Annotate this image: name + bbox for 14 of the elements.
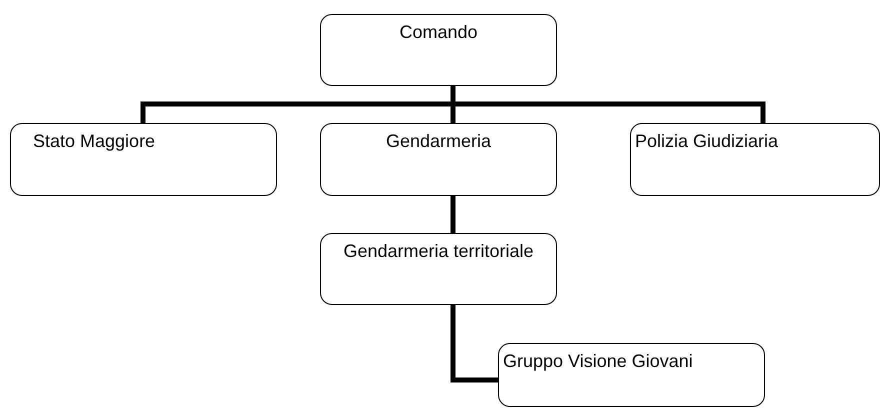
unit-name: Gruppo Visione Giovani	[503, 350, 694, 373]
org-unit-box	[320, 233, 557, 305]
connector-line	[450, 196, 456, 233]
unit-name: Gendarmeria territoriale	[342, 240, 535, 263]
org-unit-box	[320, 14, 557, 86]
org-unit-box	[498, 343, 765, 407]
org-unit-box	[10, 123, 277, 196]
unit-name: Stato Maggiore	[33, 130, 156, 153]
org-unit-box	[630, 123, 880, 196]
unit-name: Gendarmeria	[384, 130, 492, 153]
connector-line	[450, 305, 498, 382]
org-unit-box	[320, 123, 557, 196]
unit-name: Polizia Giudiziaria	[635, 130, 780, 153]
unit-name: Comando	[398, 21, 479, 44]
